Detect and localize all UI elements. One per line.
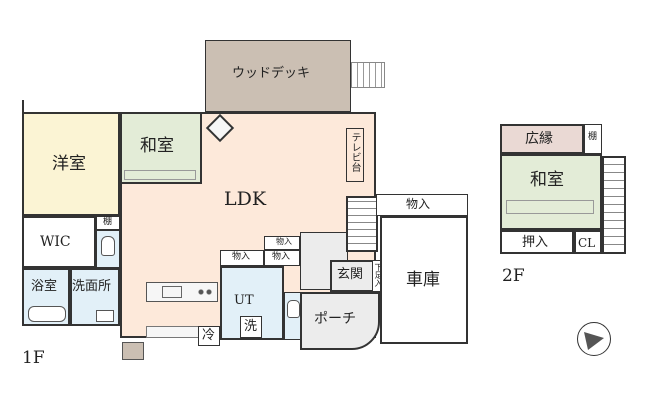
- shelf-2f-label: 棚: [588, 132, 598, 142]
- bathroom-label: 浴室: [31, 279, 58, 294]
- ut-label: UT: [234, 293, 254, 308]
- cooktop-icon: [198, 287, 212, 297]
- japanese-room-2f: [500, 154, 602, 230]
- wood-deck-label: ウッドデッキ: [232, 66, 311, 81]
- north-arrow-glyph: [584, 332, 604, 350]
- storage-1-label: 物入: [232, 252, 251, 262]
- sink-icon: [162, 286, 182, 298]
- shelf: [96, 216, 120, 230]
- door-step: [122, 342, 144, 360]
- stove-icon: [205, 113, 235, 143]
- japanese-room-label: 和室: [140, 136, 174, 156]
- porch-label: ポーチ: [314, 311, 356, 327]
- washer: [240, 316, 262, 338]
- shelf-label: 棚: [103, 217, 113, 227]
- shoe-box-label: 下足入: [374, 263, 383, 287]
- toilet-2-icon: [287, 300, 300, 318]
- closet-2f: [500, 230, 574, 254]
- storage-2-label: 物入: [272, 252, 291, 262]
- floor-1-label: 1F: [22, 348, 45, 368]
- entrance: [330, 260, 374, 292]
- west-wall: [22, 100, 24, 112]
- wash-basin-icon: [96, 310, 114, 322]
- storage-2: [264, 250, 300, 266]
- veranda-2f: [500, 124, 584, 154]
- floor-2-label: 2F: [502, 266, 525, 286]
- cl-2f-label: CL: [578, 236, 596, 250]
- veranda-label: 広縁: [525, 131, 553, 147]
- toilet-icon: [101, 236, 115, 256]
- closet-2f-label: 押入: [522, 235, 549, 250]
- garage-label: 車庫: [406, 270, 440, 290]
- cl-2f: [574, 230, 602, 254]
- western-room: [22, 112, 120, 216]
- washer-label: 洗: [244, 319, 258, 334]
- walk-in-closet: [22, 216, 96, 268]
- ldk-label: LDK: [224, 188, 267, 210]
- fridge-label: 冷: [202, 328, 216, 343]
- shelf-2f: [584, 124, 602, 154]
- washroom-label: 洗面所: [72, 279, 112, 294]
- tv-stand-label: テレビ台: [349, 132, 360, 172]
- wood-deck: [205, 40, 351, 112]
- western-room-label: 洋室: [52, 154, 86, 174]
- garage: [380, 216, 468, 344]
- entrance-label: 玄関: [337, 267, 364, 282]
- porch: [300, 292, 380, 350]
- wic-label: WIC: [40, 234, 71, 250]
- tv-stand: [346, 128, 364, 182]
- storage-3-label: 物入: [276, 237, 292, 246]
- storage-1: [220, 250, 264, 266]
- deck-stairs: [351, 62, 385, 88]
- tatami-line: [124, 170, 196, 180]
- storage-3: [264, 236, 300, 250]
- japanese-room-2f-label: 和室: [530, 170, 564, 190]
- fridge: [198, 326, 220, 346]
- north-arrow-icon: [577, 322, 611, 356]
- staircase-2f: [602, 156, 626, 254]
- japanese-room: [120, 112, 202, 184]
- garage-storage: [376, 194, 468, 216]
- garage-storage-label: 物入: [406, 197, 431, 211]
- bathtub-icon: [28, 306, 66, 322]
- staircase: [346, 196, 378, 252]
- tatami-line-2f: [506, 200, 594, 214]
